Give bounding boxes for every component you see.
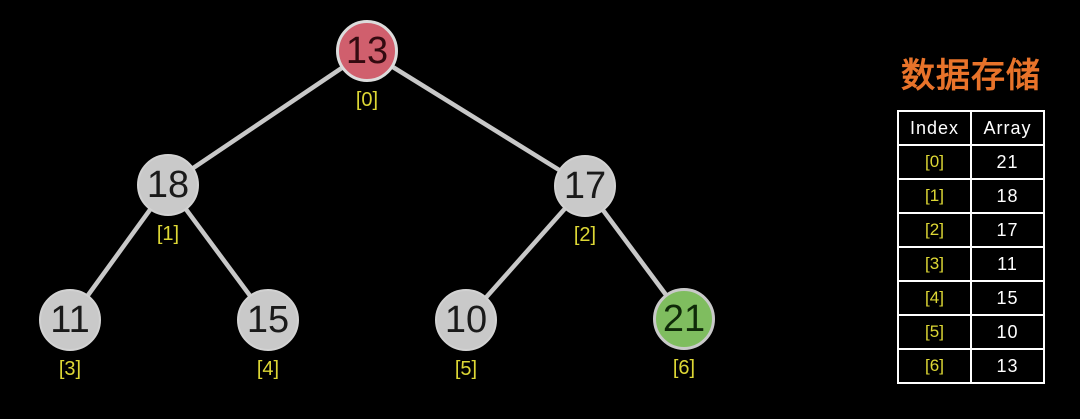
node-index-label: [0]: [355, 89, 379, 111]
table-row: [3]11: [897, 246, 1045, 282]
node-value: 21: [662, 298, 706, 340]
table-cell-index: [2]: [897, 212, 972, 248]
node-index-label: [5]: [454, 358, 478, 380]
table-cell-index: [3]: [897, 246, 972, 282]
tree-node-21: 21: [653, 288, 715, 350]
node-value: 17: [563, 165, 607, 207]
table-cell-index: [4]: [897, 280, 972, 316]
tree-node-10: 10: [435, 289, 497, 351]
index-column-header: Index: [897, 110, 972, 146]
table-row: [0]21: [897, 144, 1045, 180]
tree-edge: [365, 49, 587, 188]
node-value: 15: [246, 299, 290, 341]
tree-node-18: 18: [137, 154, 199, 216]
array-column-header: Array: [970, 110, 1045, 146]
panel-title: 数据存储: [901, 57, 1041, 95]
table-row: [4]15: [897, 280, 1045, 316]
table-row: [5]10: [897, 314, 1045, 350]
node-index-label: [6]: [672, 357, 696, 379]
table-cell-array: 17: [970, 212, 1045, 248]
table-cell-array: 18: [970, 178, 1045, 214]
node-index-label: [4]: [256, 358, 280, 380]
node-index-label: [1]: [156, 223, 180, 245]
node-value: 13: [345, 30, 389, 72]
table-cell-index: [1]: [897, 178, 972, 214]
tree-edge: [166, 49, 369, 187]
table-cell-array: 11: [970, 246, 1045, 282]
node-index-label: [2]: [573, 224, 597, 246]
table-cell-index: [6]: [897, 348, 972, 384]
node-value: 10: [444, 299, 488, 341]
index-array-table: Index Array [0]21[1]18[2]17[3]11[4]15[5]…: [897, 110, 1045, 384]
tree-node-15: 15: [237, 289, 299, 351]
table-cell-array: 15: [970, 280, 1045, 316]
table-cell-array: 13: [970, 348, 1045, 384]
node-value: 11: [50, 299, 90, 341]
table-cell-array: 21: [970, 144, 1045, 180]
table-cell-index: [0]: [897, 144, 972, 180]
node-value: 18: [146, 164, 190, 206]
table-row: [6]13: [897, 348, 1045, 384]
table-header-row: Index Array: [897, 110, 1045, 146]
table-cell-index: [5]: [897, 314, 972, 350]
tree-node-13: 13: [336, 20, 398, 82]
node-index-label: [3]: [58, 358, 82, 380]
table-row: [2]17: [897, 212, 1045, 248]
tree-node-11: 11: [39, 289, 101, 351]
table-row: [1]18: [897, 178, 1045, 214]
tree-node-17: 17: [554, 155, 616, 217]
table-cell-array: 10: [970, 314, 1045, 350]
